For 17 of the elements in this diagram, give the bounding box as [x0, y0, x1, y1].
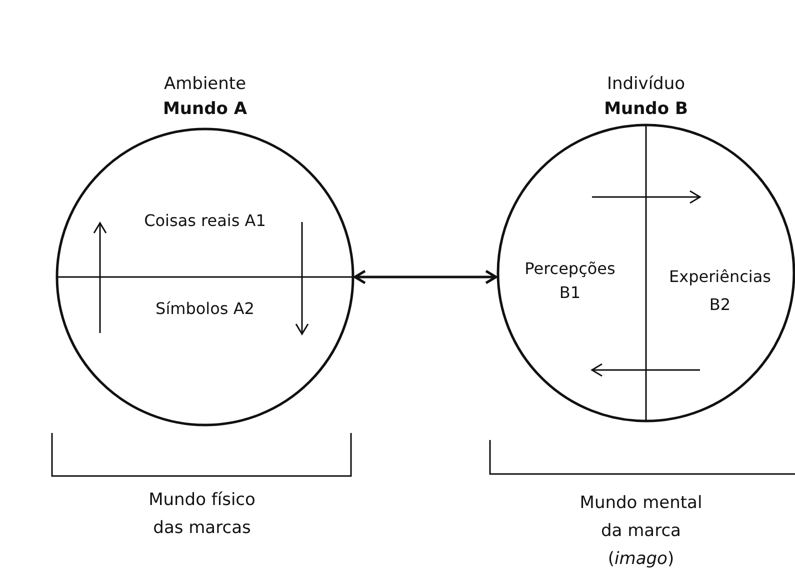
heading: Ambiente — [162, 74, 248, 94]
section-label: Símbolos A2 — [154, 298, 256, 320]
circle-node — [498, 74, 794, 421]
arrow — [591, 363, 700, 377]
section-label: Percepções B1 — [524, 258, 616, 304]
subheading: Mundo B — [603, 99, 689, 119]
section-label: Coisas reais A1 — [143, 210, 267, 232]
arrow — [592, 190, 701, 204]
heading: Indivíduo — [606, 74, 686, 94]
double-arrow — [354, 270, 498, 284]
arrow — [93, 222, 107, 333]
circle-node — [57, 74, 353, 425]
arrow — [295, 222, 309, 335]
caption: Mundo físico das marcas — [148, 489, 256, 540]
caption: Mundo mental da marca (imago) — [578, 492, 704, 571]
section-label: Experiências B2 — [668, 266, 772, 316]
subheading: Mundo A — [162, 99, 248, 119]
